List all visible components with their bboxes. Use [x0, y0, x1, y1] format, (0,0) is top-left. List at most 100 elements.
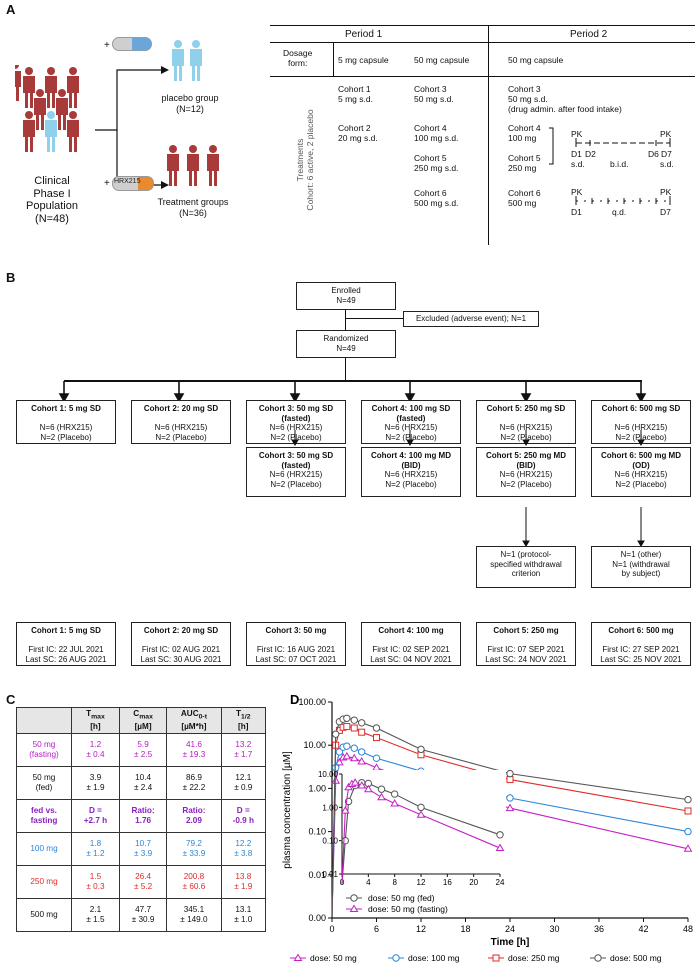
enrolled-connector	[345, 310, 346, 330]
sched6-d7: D7	[660, 207, 671, 217]
main-point	[350, 744, 358, 752]
spacer	[595, 636, 687, 646]
sched6-qd: q.d.	[612, 207, 627, 217]
md-cohort-active: N=6 (HRX215)	[384, 470, 438, 480]
inset-legend-marker	[350, 894, 358, 902]
cell-error: +2.7 h	[83, 815, 108, 825]
enrolled-label: Enrolled	[331, 286, 361, 295]
x-tick-label: 0	[329, 924, 334, 934]
drug-capsule-icon	[112, 176, 154, 191]
withdraw5-line-3: criterion	[511, 569, 541, 579]
main-point	[349, 753, 359, 762]
enrolled-box: Enrolled N=49	[296, 282, 396, 310]
sd-cohort-title: Cohort 5: 250 mg SD	[486, 404, 566, 413]
treatment-groups-line-2: (N=36)	[179, 208, 207, 218]
main-point	[332, 730, 340, 738]
cell-error: 1.76	[135, 815, 152, 825]
x-axis-label: Time [h]	[491, 937, 530, 948]
md-cohort-placebo: N=2 (Placebo)	[385, 479, 437, 489]
p1-cohort6-dose: 500 mg s.d.	[414, 198, 459, 208]
inset-point	[390, 799, 400, 807]
dates-cohort-title: Cohort 5: 250 mg	[493, 626, 559, 635]
p2-cohort3-dose: 50 mg s.d.	[508, 94, 548, 104]
legend-label: dose: 100 mg	[408, 953, 460, 963]
p2-cohort4-name: Cohort 4	[508, 123, 541, 133]
inset-x-tick-label: 20	[469, 878, 478, 887]
cell-error: ± 0.4	[86, 749, 105, 759]
cohort-split-bar	[64, 380, 642, 382]
sched45-sd-left: s.d.	[571, 159, 585, 169]
inset-point	[363, 784, 373, 793]
sched6-pk-left: PK	[571, 187, 583, 197]
population-line-1: Clinical	[34, 175, 70, 187]
x-tick-label: 42	[638, 924, 648, 934]
main-point	[372, 754, 381, 762]
x-tick-label: 6	[374, 924, 379, 934]
header-unit: [µM*h]	[181, 722, 207, 732]
inset-y-tick-label: 0.01	[322, 870, 338, 879]
pk-parameter-table: Tmax[h]Cmax[µM]AUC0-t[µM*h]T1/2[h] 50 mg…	[16, 707, 267, 932]
main-series	[331, 714, 692, 917]
first-ic-date: First IC: 02 SEP 2021	[372, 645, 450, 655]
md-cohort-box: Cohort 3: 50 mg SD(fasted)N=6 (HRX215)N=…	[246, 447, 346, 497]
table-cell: D =-0.9 h	[220, 798, 267, 833]
x-tick-label: 24	[505, 924, 515, 934]
inset-y-tick-label: 10.00	[318, 770, 339, 779]
withdraw6-line-3: by subject)	[621, 569, 661, 579]
cell-error: ± 1.0	[234, 914, 253, 924]
legend-marker	[594, 954, 602, 962]
table-cell: 3.9± 1.9	[71, 765, 120, 800]
md-cohort-placebo: N=2 (Placebo)	[615, 479, 667, 489]
inset-point	[416, 810, 426, 818]
main-point	[505, 803, 515, 812]
panel-d-letter: D	[290, 692, 299, 707]
main-point	[373, 734, 380, 742]
inset-point	[377, 792, 386, 801]
md-cohort-box: Cohort 5: 250 mg MD(BID)N=6 (HRX215)N=2 …	[476, 447, 576, 497]
cell-value: 5.9	[137, 740, 149, 750]
drug-capsule-label: HRX215	[114, 178, 141, 185]
panel-c-letter: C	[6, 692, 16, 707]
sched6-timeline	[575, 196, 671, 205]
last-sc-date: Last SC: 04 NOV 2021	[370, 654, 452, 664]
table-cell: 12.2± 3.8	[220, 831, 267, 866]
main-point	[357, 748, 366, 756]
sched6-pk-right: PK	[660, 187, 672, 197]
main-point	[506, 776, 514, 784]
row-label: 500 mg	[16, 897, 72, 932]
table-form-rule	[270, 76, 695, 77]
cell-value: 86.9	[185, 773, 202, 783]
population-line-4: (N=48)	[35, 212, 69, 225]
sd-cohort-active: N=6 (HRX215)	[499, 423, 553, 433]
main-point	[357, 719, 366, 727]
plus-sign-1: +	[104, 40, 110, 51]
withdraw6-line-2: N=1 (withdrawal	[612, 559, 670, 569]
excluded-connector	[345, 318, 403, 319]
main-point	[684, 795, 692, 804]
p1-cohort5-dose: 250 mg s.d.	[414, 163, 459, 173]
treatment-groups-label: Treatment groups (N=36)	[150, 197, 236, 219]
cell-error: ± 1.2	[86, 848, 105, 858]
inset-series	[341, 778, 504, 885]
spacer	[595, 414, 687, 424]
legend-marker	[392, 954, 400, 962]
y-tick-label: 0.01	[308, 870, 326, 880]
table-cell: 41.6± 19.3	[166, 732, 222, 767]
p1-cohort1-name: Cohort 1	[338, 84, 371, 94]
treatments-line-2: Cohort: 6 active, 2 placebo	[305, 109, 315, 211]
cell-value: 12.1	[235, 773, 252, 783]
inset-point	[341, 836, 349, 845]
row-label: 100 mg	[16, 831, 72, 866]
row-label: fed vs.fasting	[16, 798, 72, 833]
y-tick-label: 100.00	[298, 697, 326, 707]
x-tick-label: 48	[683, 924, 693, 934]
sched45-d7: D7	[661, 149, 672, 159]
